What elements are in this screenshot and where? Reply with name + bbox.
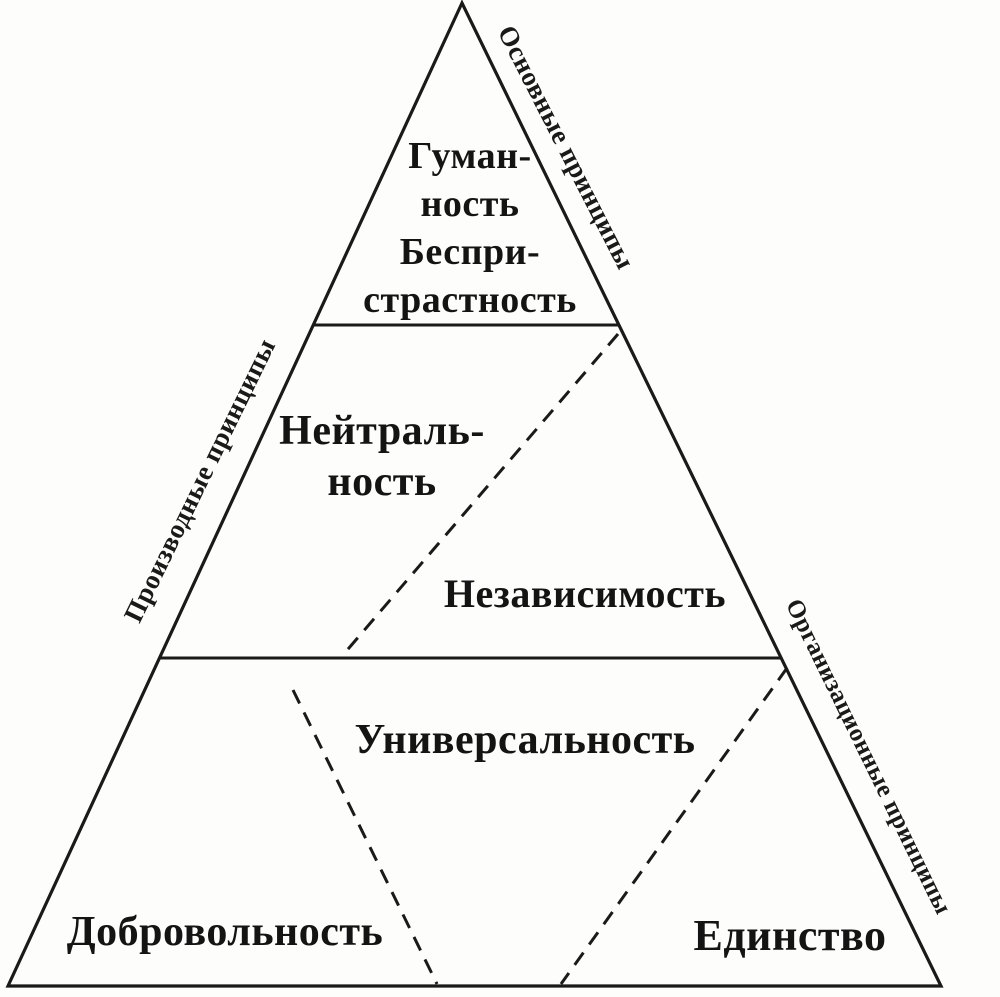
region-independence: Независимость [443, 571, 727, 616]
region-universality: Универсальность [354, 717, 696, 763]
region-humanity-impartiality: Гуман- ность Беспри- страстность [363, 135, 577, 321]
dashed-divider-voluntariness-universality [291, 689, 439, 985]
region-neutrality: Нейтраль- ность [279, 408, 485, 506]
region-voluntariness: Добровольность [66, 909, 384, 955]
region-unity: Единство [693, 911, 887, 960]
dashed-divider-universality-unity [559, 667, 789, 985]
triangle-outline [5, 0, 944, 988]
dashed-divider-neutrality-independence [341, 333, 620, 656]
